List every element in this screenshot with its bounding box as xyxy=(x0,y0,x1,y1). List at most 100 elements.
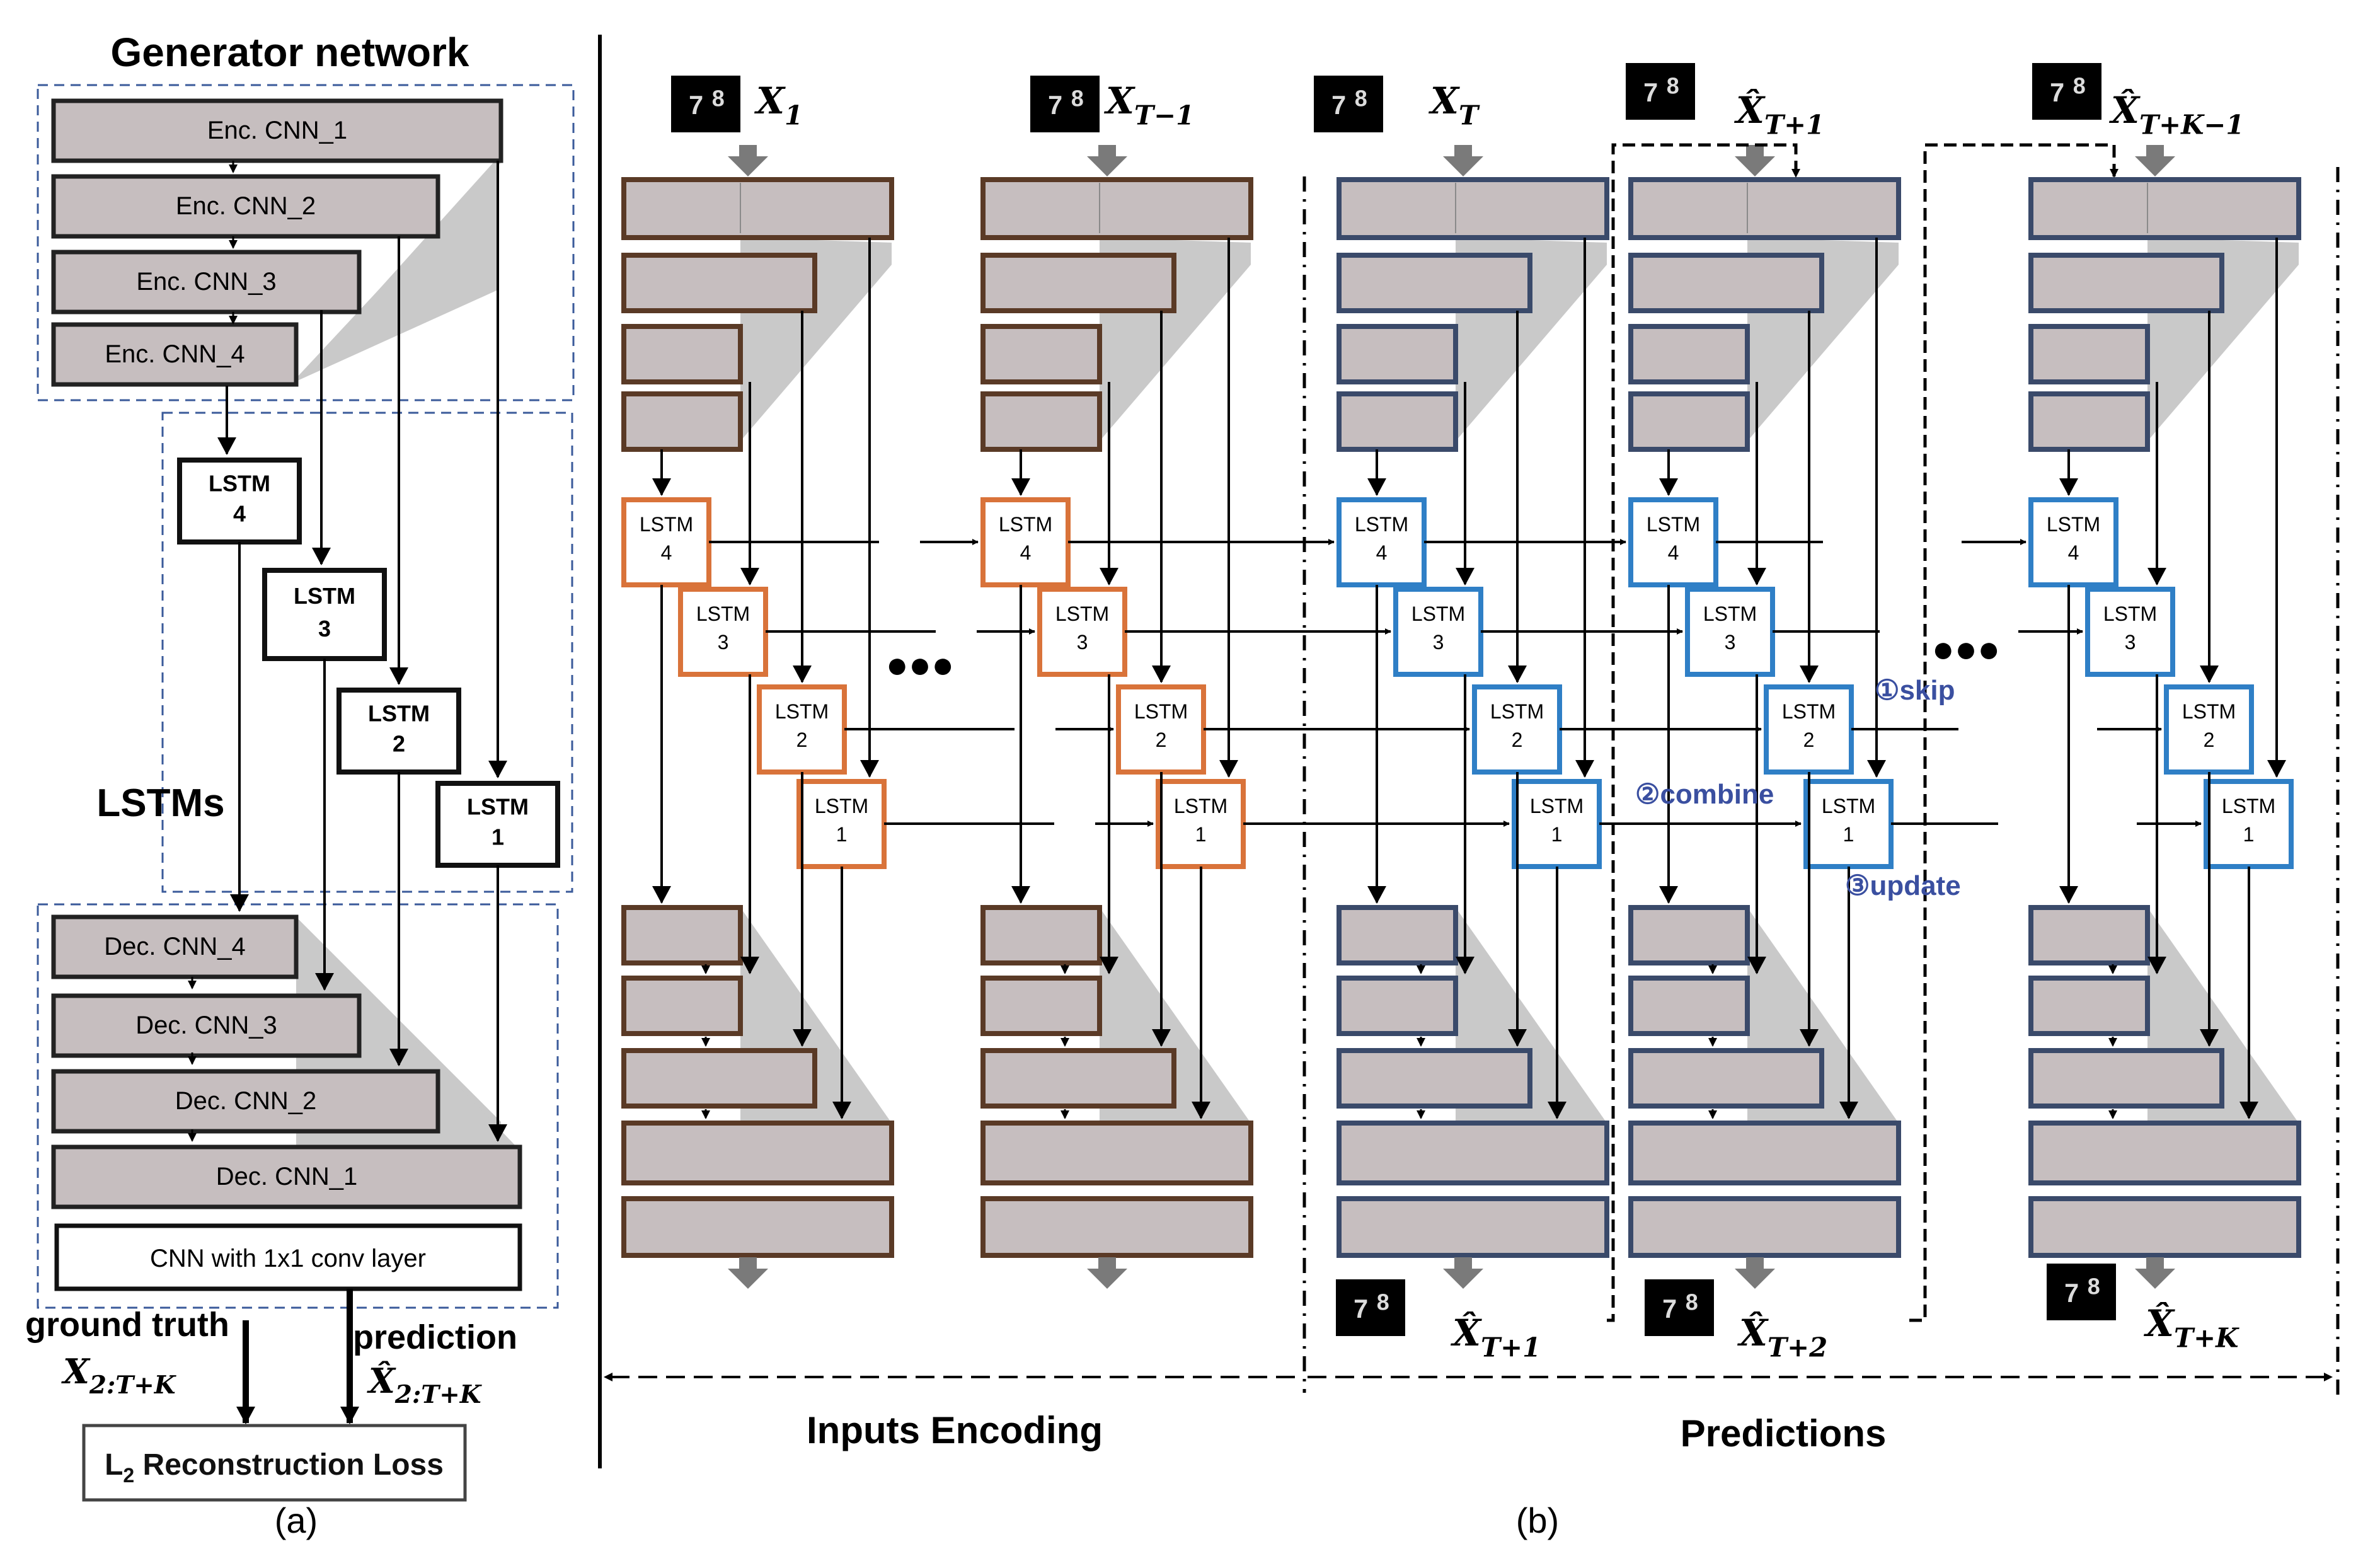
digit-glyph: 8 xyxy=(712,86,725,112)
decoder-block-1 xyxy=(51,1144,522,1209)
feedback-path-1 xyxy=(1607,143,1800,1322)
col4-lstm-1 xyxy=(2204,779,2294,869)
col3-decoder-block-3 xyxy=(1628,1048,1824,1109)
col4-decoder-block-5 xyxy=(2028,1196,2301,1258)
lstm-word: LSTM xyxy=(2182,700,2236,723)
col3-lstm-4 xyxy=(1628,497,1718,587)
lstm-word: LSTM xyxy=(294,583,355,609)
col0-decoder-block-1 xyxy=(621,905,743,965)
lstm-id: 2 xyxy=(1512,729,1523,751)
op-combine-label: ②combine xyxy=(1635,779,1774,810)
lstm-id: 4 xyxy=(233,501,246,527)
digit-glyph: 8 xyxy=(1071,86,1084,112)
encoder-block-4 xyxy=(51,322,299,387)
col4-decoder-block-2 xyxy=(2028,976,2150,1036)
col4-decoder-block-4 xyxy=(2028,1121,2301,1185)
lstm-id: 1 xyxy=(1195,823,1207,846)
lstm-id: 4 xyxy=(661,541,672,564)
input-flow-arrow xyxy=(2135,145,2175,176)
col1-decoder-block-4 xyxy=(980,1121,1253,1185)
caption-a: (a) xyxy=(275,1501,318,1540)
lstm-id: 3 xyxy=(1077,631,1088,654)
col0-encoder-block-2 xyxy=(621,253,817,313)
col2-encoder-block-1 xyxy=(1337,177,1609,240)
output-thumbnail-2 xyxy=(1645,1279,1714,1336)
lstm-id: 2 xyxy=(796,729,808,751)
input-thumbnail-5 xyxy=(2032,63,2101,120)
section-predictions: Predictions xyxy=(1681,1412,1887,1455)
output-label-3: X̂T+K xyxy=(2143,1301,2239,1353)
loss-box xyxy=(82,1424,467,1502)
col1-encoder-block-2 xyxy=(980,253,1176,313)
lstm-id: 4 xyxy=(1376,541,1388,564)
col3-decoder-block-2 xyxy=(1628,976,1750,1036)
feedback-path-2 xyxy=(1909,143,2118,1322)
output-flow-arrow xyxy=(1087,1257,1127,1289)
caption-b: (b) xyxy=(1516,1501,1559,1540)
encoder-block-3 xyxy=(51,250,362,314)
encoder-label-1: Enc. CNN_1 xyxy=(207,117,347,144)
input-label-4: X̂T+1 xyxy=(1733,88,1824,140)
lstm-id: 1 xyxy=(2243,823,2255,846)
lstm-id: 1 xyxy=(836,823,848,846)
input-flow-arrow xyxy=(1087,145,1127,176)
col3-decoder-block-4 xyxy=(1628,1121,1901,1185)
digit-glyph: 7 xyxy=(1662,1294,1677,1323)
lstm-word: LSTM xyxy=(2047,513,2100,536)
encoder-label-4: Enc. CNN_4 xyxy=(105,340,244,368)
col1-encoder-block-3 xyxy=(980,324,1102,384)
col3-decoder-block-5 xyxy=(1628,1196,1901,1258)
col3-encoder-block-2 xyxy=(1628,253,1824,313)
ground-truth-label: ground truth xyxy=(25,1306,229,1344)
lstm-word: LSTM xyxy=(2103,602,2157,625)
lstm-word: LSTM xyxy=(1530,795,1584,817)
lstm-id: 1 xyxy=(492,824,504,850)
col1-decoder-block-3 xyxy=(980,1048,1176,1109)
decoder-block-3 xyxy=(51,993,362,1058)
lstm-cell-3 xyxy=(262,568,387,661)
decoder-group-box xyxy=(37,903,559,1309)
decoder-label-3: Dec. CNN_3 xyxy=(135,1011,277,1039)
col0-decoder-block-5 xyxy=(621,1196,894,1258)
lstm-id: 3 xyxy=(1433,631,1444,654)
digit-glyph: 7 xyxy=(1331,91,1346,120)
prediction-label: prediction xyxy=(353,1318,517,1356)
col2-decoder-block-3 xyxy=(1337,1048,1532,1109)
col0-encoder-block-1 xyxy=(621,177,894,240)
col0-lstm-4 xyxy=(621,497,711,587)
digit-glyph: 7 xyxy=(1048,91,1062,120)
col2-decoder-block-5 xyxy=(1337,1196,1609,1258)
decoder-label-1: Dec. CNN_1 xyxy=(216,1163,358,1190)
decoder-block-4 xyxy=(51,914,299,979)
lstm-id: 2 xyxy=(1156,729,1167,751)
lstm-word: LSTM xyxy=(1822,795,1875,817)
section-inputs-encoding: Inputs Encoding xyxy=(807,1409,1103,1451)
lstm-word: LSTM xyxy=(640,513,693,536)
lstm-word: LSTM xyxy=(815,795,868,817)
lstm-id: 2 xyxy=(393,731,405,757)
lstm-id: 3 xyxy=(718,631,729,654)
col2-decoder-block-1 xyxy=(1337,905,1458,965)
lstm-word: LSTM xyxy=(1134,700,1188,723)
lstm-id: 4 xyxy=(2068,541,2079,564)
lstm-word: LSTM xyxy=(1174,795,1227,817)
lstm-word: LSTM xyxy=(1782,700,1836,723)
conv-layer-box xyxy=(54,1223,522,1291)
col0-encoder-block-4 xyxy=(621,391,743,452)
digit-glyph: 8 xyxy=(1667,73,1679,99)
lstm-word: LSTM xyxy=(999,513,1052,536)
col1-lstm-4 xyxy=(980,497,1071,587)
lstm-cell-2 xyxy=(336,688,461,775)
lstm-group-box xyxy=(161,412,573,893)
input-flow-arrow xyxy=(1735,145,1775,176)
col2-encoder-block-3 xyxy=(1337,324,1458,384)
col4-encoder-block-3 xyxy=(2028,324,2150,384)
col2-encoder-block-2 xyxy=(1337,253,1532,313)
prediction-var: X̂2:T+K xyxy=(367,1361,483,1409)
lstm-word: LSTM xyxy=(1411,602,1465,625)
input-thumbnail-4 xyxy=(1626,63,1695,120)
col4-lstm-3 xyxy=(2085,587,2175,677)
digit-glyph: 8 xyxy=(2088,1274,2100,1300)
